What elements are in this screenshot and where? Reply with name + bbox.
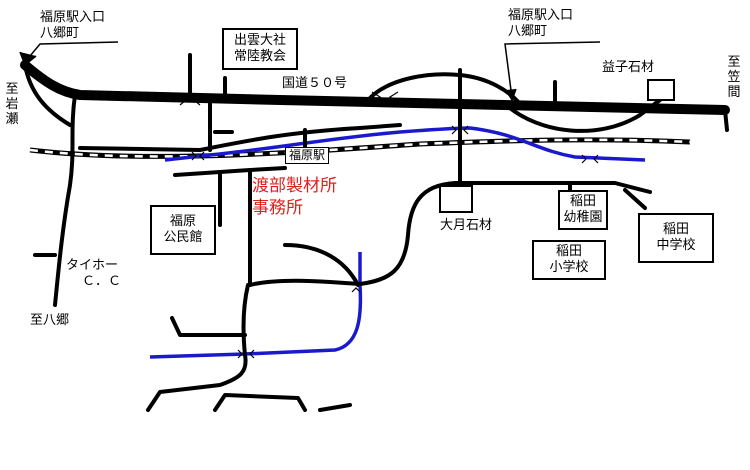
to-kasama-label: 至笠間 — [727, 55, 741, 100]
taiho-cc-label-2: Ｃ．Ｃ — [82, 274, 122, 289]
inada-kindergarten-box: 稲田 幼稚園 — [558, 190, 608, 230]
junior-high-line1: 稲田 — [662, 222, 689, 237]
mashiko-stone-label: 益子石材 — [602, 60, 655, 75]
fukuhara-station-label: 福原駅 — [285, 147, 330, 164]
izumo-taisha-box: 出雲大社 常陸教会 — [222, 28, 298, 70]
fukuhara-exit-east-label-1: 福原駅入口 — [508, 8, 574, 23]
to-iwase-label: 至岩瀬 — [5, 82, 19, 127]
watabe-sawmill-office-label-2: 事務所 — [252, 198, 303, 218]
fukuhara-community-center-box: 福原 公民館 — [150, 205, 216, 255]
route-50-road — [20, 60, 730, 115]
inada-junior-high-school-box: 稲田 中学校 — [638, 213, 714, 263]
community-center-line2: 公民館 — [163, 230, 203, 245]
arrow-head-east — [505, 88, 517, 102]
route-50-label: 国道５０号 — [282, 76, 348, 91]
bridge-markers — [179, 91, 599, 359]
izumo-taisha-line1: 出雲大社 — [233, 33, 286, 48]
railway-line — [29, 137, 691, 159]
river — [149, 126, 646, 359]
mashiko-stone-building — [647, 79, 675, 101]
watabe-sawmill-office-label-1: 渡部製材所 — [252, 176, 337, 196]
otsuki-stone-label: 大月石材 — [440, 218, 493, 233]
arrow-head-west — [19, 51, 37, 67]
inada-elementary-school-box: 稲田 小学校 — [532, 240, 606, 280]
pointer-arrows — [19, 41, 601, 102]
fukuhara-exit-west-label-2: 八郷町 — [40, 26, 80, 41]
izumo-taisha-line2: 常陸教会 — [233, 49, 286, 64]
taiho-cc-label-1: タイホー — [66, 258, 119, 273]
kindergarten-line2: 幼稚園 — [563, 210, 603, 225]
otsuki-stone-building — [439, 185, 473, 213]
to-yasato-label: 至八郷 — [30, 313, 70, 328]
junior-high-line2: 中学校 — [656, 238, 696, 253]
fukuhara-exit-east-label-2: 八郷町 — [508, 24, 548, 39]
elementary-line1: 稲田 — [555, 244, 582, 259]
elementary-line2: 小学校 — [549, 260, 589, 275]
iwase-road — [23, 63, 72, 127]
fukuhara-exit-west-label-1: 福原駅入口 — [40, 10, 106, 25]
roads — [20, 53, 730, 412]
community-center-line1: 福原 — [169, 214, 196, 229]
kindergarten-line1: 稲田 — [569, 194, 596, 209]
yasato-road — [53, 93, 77, 307]
